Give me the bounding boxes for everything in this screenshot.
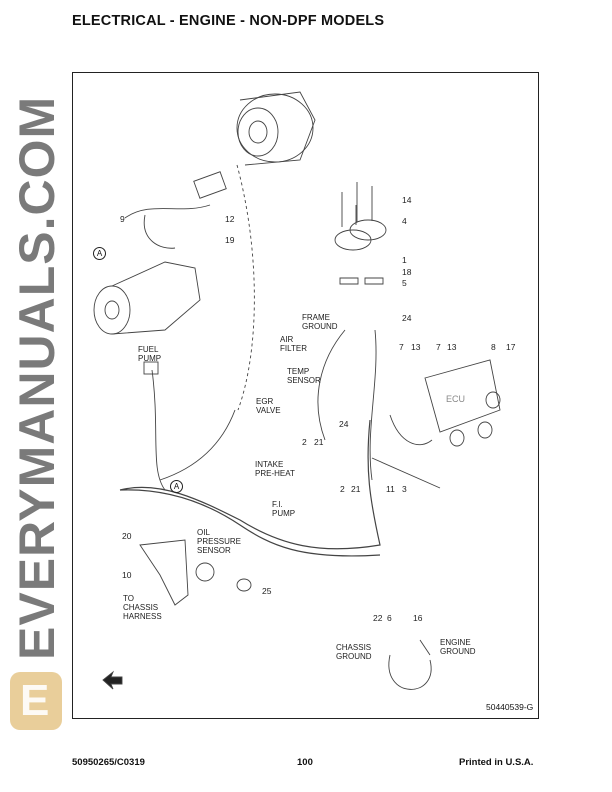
fuel-pump-connector — [143, 361, 159, 375]
callout-16: 16 — [413, 613, 423, 623]
callout-25: 25 — [262, 586, 272, 596]
label-intake-preheat: INTAKE PRE-HEAT — [255, 460, 295, 478]
callout-13: 13 — [447, 342, 457, 352]
reference-marker-a: A — [93, 247, 106, 260]
callout-22: 22 — [373, 613, 383, 623]
ground-strap — [388, 639, 432, 690]
battery-cable — [124, 204, 211, 249]
callout-8: 8 — [491, 342, 496, 352]
label-to-chassis-harness: TO CHASSIS HARNESS — [123, 594, 162, 621]
callout-11: 11 — [386, 484, 395, 494]
callout-6: 6 — [387, 613, 392, 623]
label-air-filter: AIR FILTER — [280, 335, 307, 353]
relay-box — [193, 171, 227, 199]
starter-drawing — [93, 261, 201, 335]
callout-4: 4 — [402, 216, 407, 226]
relay-assembly — [334, 182, 387, 285]
callout-21: 21 — [314, 437, 324, 447]
diagram-frame — [72, 72, 539, 719]
label-engine-ground: ENGINE GROUND — [440, 638, 476, 656]
ecu-drawing — [424, 359, 501, 447]
callout-17: 17 — [506, 342, 516, 352]
page-title: ELECTRICAL - ENGINE - NON-DPF MODELS — [72, 13, 385, 29]
callout-19: 19 — [225, 235, 235, 245]
callout-7: 7 — [436, 342, 441, 352]
watermark: EVERYMANUALS.COM — [9, 95, 65, 660]
callout-3: 3 — [402, 484, 407, 494]
callout-2: 2 — [302, 437, 307, 447]
watermark-logo: E — [10, 672, 62, 730]
label-fi-pump: F.I. PUMP — [272, 500, 296, 518]
callout-9: 9 — [120, 214, 125, 224]
label-fuel-pump: FUEL PUMP — [138, 345, 162, 363]
main-harness — [119, 419, 381, 557]
label-ecu: ECU — [446, 394, 466, 404]
callout-1: 1 — [402, 255, 407, 265]
label-egr-valve: EGR VALVE — [256, 397, 281, 415]
mounting-bracket — [139, 539, 189, 606]
alternator-drawing — [236, 91, 316, 166]
figure-id: 50440539-G — [486, 702, 534, 712]
footer-printed: Printed in U.S.A. — [459, 757, 534, 768]
callout-7: 7 — [399, 342, 404, 352]
callout-5: 5 — [402, 278, 407, 288]
reference-marker-a: A — [170, 480, 183, 493]
label-oil-pressure-sensor: OIL PRESSURE SENSOR — [197, 528, 242, 555]
callout-10: 10 — [122, 570, 132, 580]
front-arrow-icon — [102, 670, 123, 690]
callout-2: 2 — [340, 484, 345, 494]
callout-21: 21 — [351, 484, 361, 494]
callout-20: 20 — [122, 531, 132, 541]
watermark-logo-letter: E — [20, 676, 50, 725]
oil-pressure-sensor-drawing — [195, 562, 215, 582]
label-temp-sensor: TEMP SENSOR — [287, 367, 321, 385]
footer-doc-number: 50950265/C0319 — [72, 757, 145, 768]
callout-18: 18 — [402, 267, 412, 277]
callout-14: 14 — [402, 195, 412, 205]
callout-24: 24 — [402, 313, 412, 323]
callout-24: 24 — [339, 419, 349, 429]
label-chassis-ground: CHASSIS GROUND — [336, 643, 372, 661]
callout-13: 13 — [411, 342, 421, 352]
callout-12: 12 — [225, 214, 235, 224]
footer-page-number: 100 — [297, 757, 313, 768]
label-frame-ground: FRAME GROUND — [302, 313, 338, 331]
